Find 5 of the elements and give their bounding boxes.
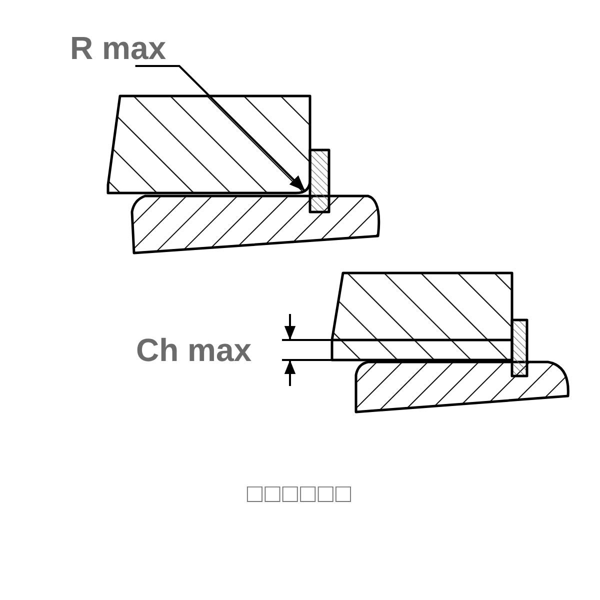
caption: □□□□□□: [246, 478, 354, 509]
workpiece-section-drawing: [106, 94, 312, 194]
dimension-label: R max: [70, 30, 166, 66]
leader-line: [135, 65, 306, 192]
dimension-label: Ch max: [136, 332, 252, 368]
